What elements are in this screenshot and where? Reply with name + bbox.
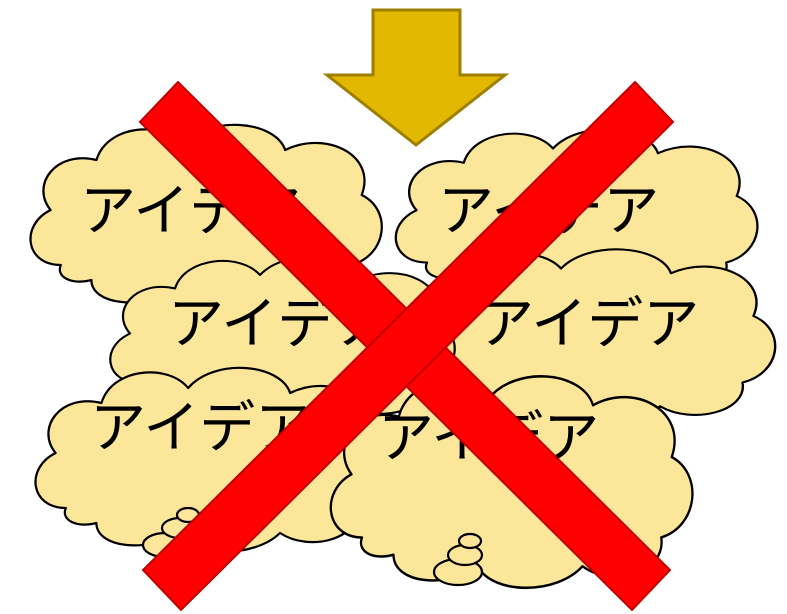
down-arrow-icon [327, 10, 505, 145]
cloud-label: アイデア [478, 292, 699, 357]
